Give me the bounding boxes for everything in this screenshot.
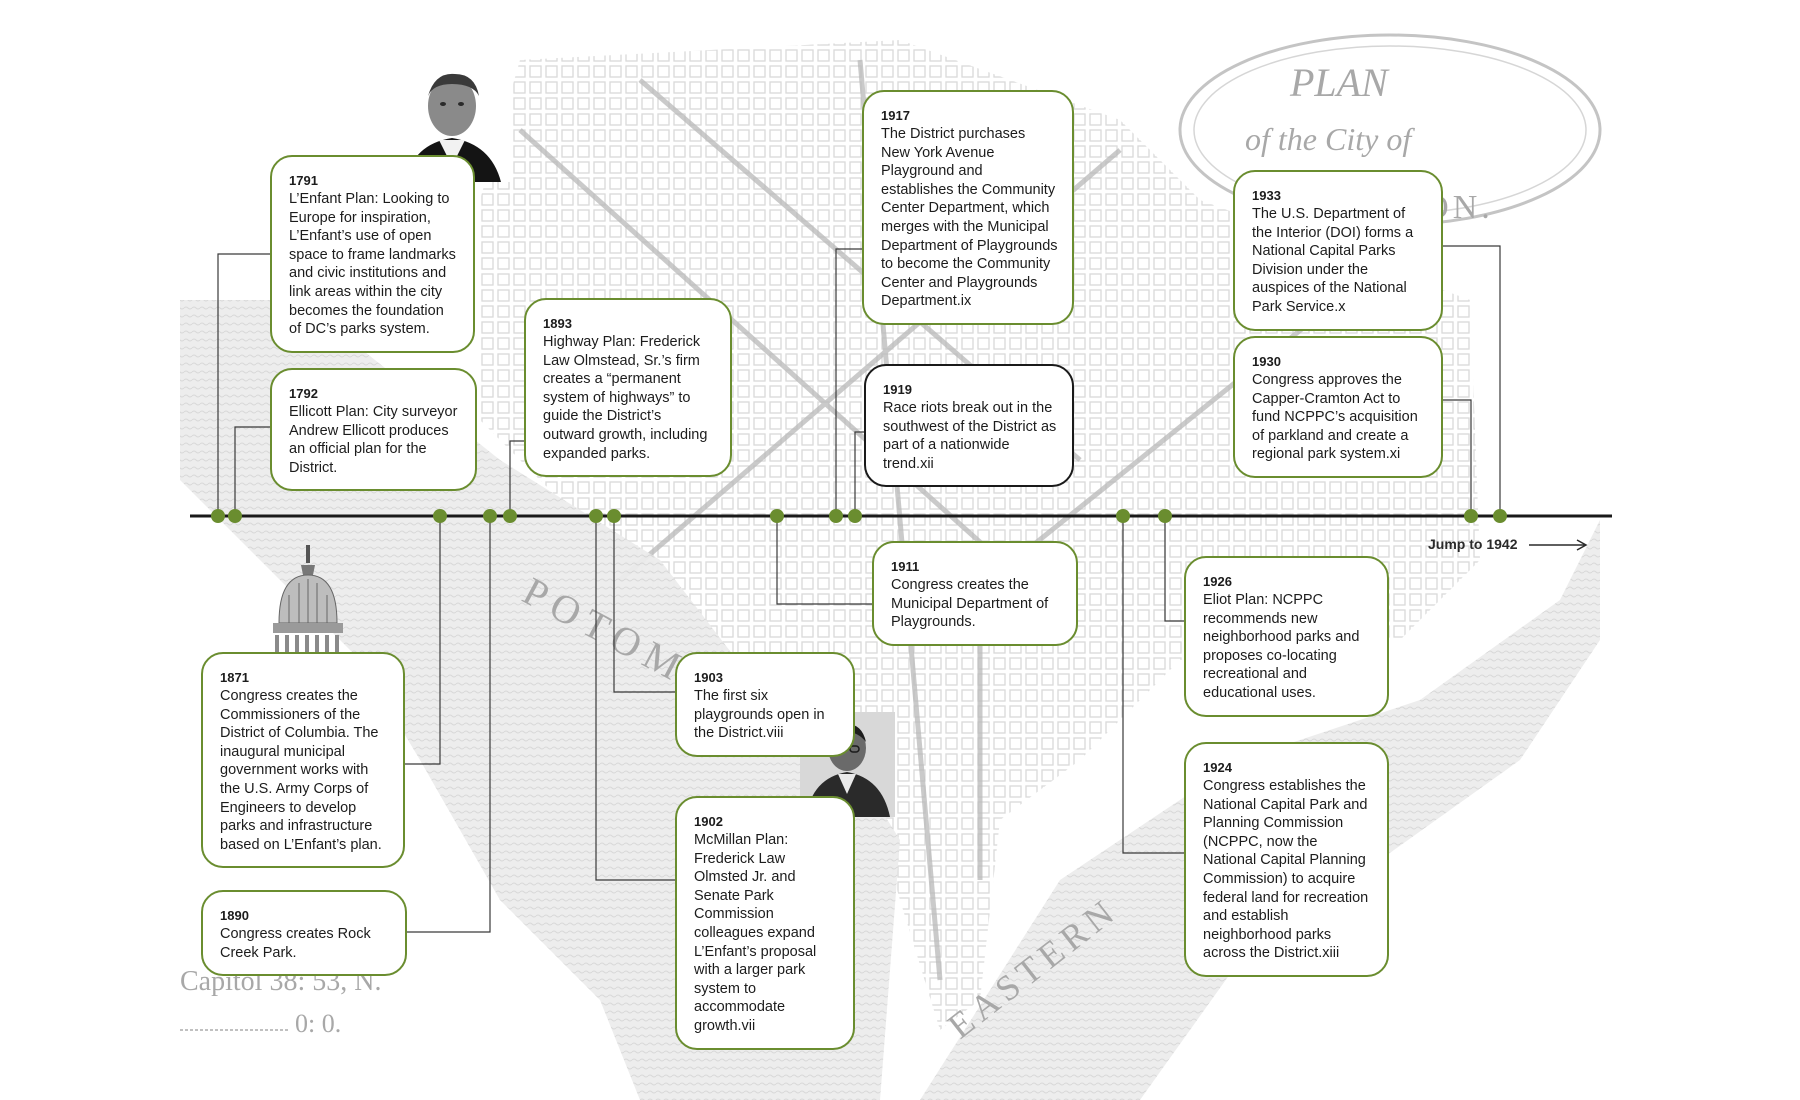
event-year: 1926 bbox=[1203, 574, 1232, 589]
event-year: 1930 bbox=[1252, 354, 1281, 369]
event-year: 1791 bbox=[289, 173, 318, 188]
event-year: 1924 bbox=[1203, 760, 1232, 775]
plan-title-line1: PLAN bbox=[1289, 60, 1390, 105]
event-card-1924: 1924 Congress establishes the National C… bbox=[1184, 742, 1389, 977]
event-year: 1903 bbox=[694, 670, 723, 685]
event-card-1917: 1917 The District purchases New York Ave… bbox=[862, 90, 1074, 325]
event-card-1919: 1919 Race riots break out in the southwe… bbox=[864, 364, 1074, 488]
event-year: 1917 bbox=[881, 108, 910, 123]
event-description: Eliot Plan: NCPPC recommends new neighbo… bbox=[1203, 592, 1360, 701]
event-year: 1890 bbox=[220, 908, 249, 923]
event-card-1791: 1791 L’Enfant Plan: Looking to Europe fo… bbox=[270, 155, 475, 353]
event-description: Congress creates the Municipal Departmen… bbox=[891, 577, 1049, 631]
event-description: Congress creates the Commissioners of th… bbox=[220, 688, 382, 853]
event-card-1903: 1903 The first six playgrounds open in t… bbox=[675, 652, 855, 757]
jump-to-1942-link[interactable]: Jump to 1942 bbox=[1428, 536, 1589, 552]
event-description: Congress creates Rock Creek Park. bbox=[220, 926, 371, 961]
event-card-1911: 1911 Congress creates the Municipal Depa… bbox=[872, 541, 1078, 646]
event-year: 1933 bbox=[1252, 188, 1281, 203]
event-year: 1911 bbox=[891, 559, 920, 574]
event-card-1930: 1930 Congress approves the Capper-Cramto… bbox=[1233, 336, 1443, 478]
plan-title-line2: of the City of bbox=[1245, 121, 1415, 157]
event-description: L’Enfant Plan: Looking to Europe for ins… bbox=[289, 191, 456, 338]
event-card-1890: 1890 Congress creates Rock Creek Park. bbox=[201, 890, 407, 977]
event-card-1792: 1792 Ellicott Plan: City surveyor Andrew… bbox=[270, 368, 477, 492]
event-year: 1893 bbox=[543, 316, 572, 331]
event-card-1902: 1902 McMillan Plan: Frederick Law Olmste… bbox=[675, 796, 855, 1050]
arrow-right-icon bbox=[1529, 539, 1588, 551]
event-card-1933: 1933 The U.S. Department of the Interior… bbox=[1233, 170, 1443, 331]
event-description: The first six playgrounds open in the Di… bbox=[694, 688, 825, 742]
event-description: McMillan Plan: Frederick Law Olmsted Jr.… bbox=[694, 832, 817, 1034]
event-year: 1871 bbox=[220, 670, 249, 685]
event-description: Highway Plan: Frederick Law Olmstead, Sr… bbox=[543, 334, 708, 462]
jump-label: Jump to 1942 bbox=[1428, 536, 1518, 552]
event-card-1926: 1926 Eliot Plan: NCPPC recommends new ne… bbox=[1184, 556, 1389, 717]
event-description: The U.S. Department of the Interior (DOI… bbox=[1252, 206, 1414, 315]
event-description: The District purchases New York Avenue P… bbox=[881, 126, 1058, 310]
event-card-1871: 1871 Congress creates the Commissioners … bbox=[201, 652, 405, 869]
event-card-1893: 1893 Highway Plan: Frederick Law Olmstea… bbox=[524, 298, 732, 478]
event-description: Race riots break out in the southwest of… bbox=[883, 400, 1057, 472]
event-year: 1902 bbox=[694, 814, 723, 829]
event-description: Ellicott Plan: City surveyor Andrew Elli… bbox=[289, 404, 458, 476]
event-year: 1792 bbox=[289, 386, 318, 401]
event-year: 1919 bbox=[883, 382, 912, 397]
event-description: Congress establishes the National Capita… bbox=[1203, 778, 1369, 962]
street-grid bbox=[480, 40, 1480, 1030]
event-description: Congress approves the Capper-Cramton Act… bbox=[1252, 372, 1418, 463]
capitol-coordinates-line2: 0: 0. bbox=[295, 1009, 341, 1038]
